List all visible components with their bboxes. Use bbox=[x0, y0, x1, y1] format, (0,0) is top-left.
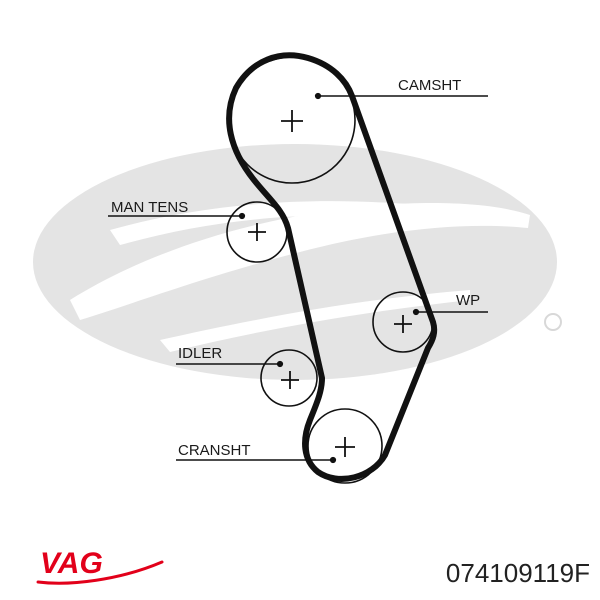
part-number: 074109119F bbox=[446, 558, 590, 588]
crankshaft-center-mark bbox=[335, 437, 355, 457]
camshaft-leader bbox=[314, 92, 488, 100]
water-pump-center-mark bbox=[394, 315, 412, 333]
tensioner-leader bbox=[108, 212, 246, 220]
tensioner-label: MAN TENS bbox=[111, 199, 188, 216]
registered-icon bbox=[544, 313, 562, 331]
vag-logo-text: VAG bbox=[40, 547, 103, 580]
timing-belt bbox=[226, 52, 438, 482]
crankshaft-leader bbox=[176, 456, 337, 464]
water-pump-label: WP bbox=[456, 292, 480, 309]
vag-logo: VAG bbox=[36, 547, 164, 585]
idler-leader bbox=[176, 360, 284, 368]
camshaft-label: CAMSHT bbox=[398, 77, 461, 94]
water-pump-leader bbox=[412, 308, 488, 316]
idler-label: IDLER bbox=[178, 345, 222, 362]
camshaft-center-mark bbox=[281, 110, 303, 132]
crankshaft-label: CRANSHT bbox=[178, 442, 251, 459]
idler-center-mark bbox=[281, 371, 299, 389]
tensioner-center-mark bbox=[248, 223, 266, 241]
idler-pulley bbox=[260, 349, 318, 407]
